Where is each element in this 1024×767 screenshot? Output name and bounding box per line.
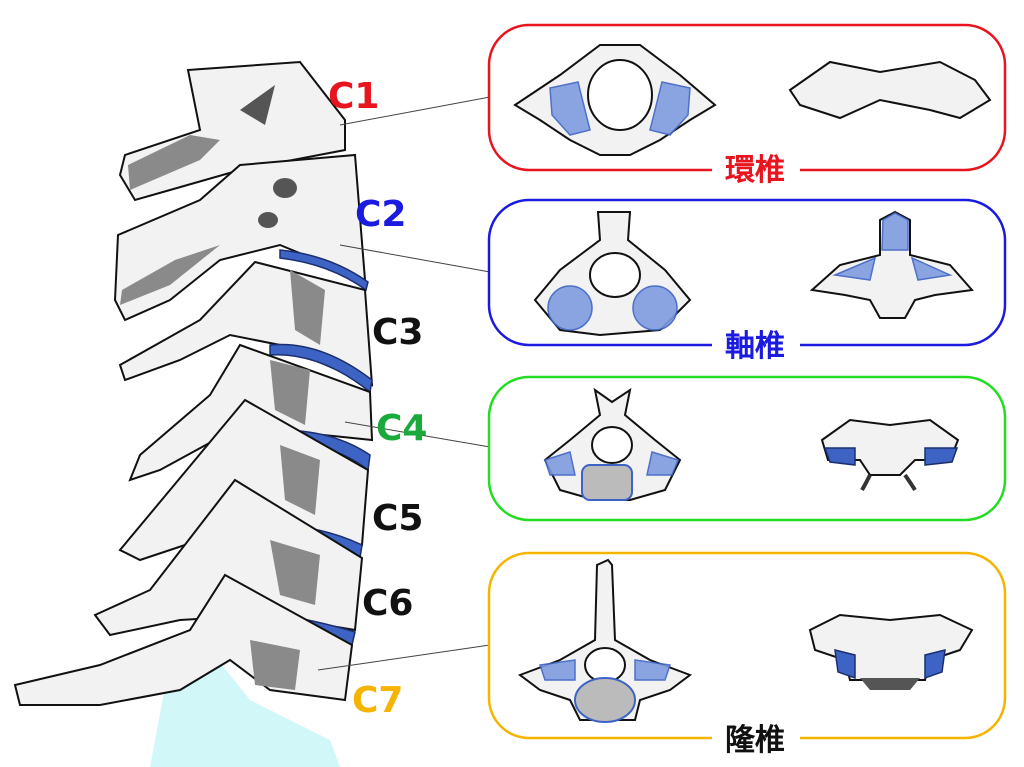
panel-title-atlas: 環椎 — [725, 153, 785, 188]
leader-line-c2 — [339, 244, 491, 273]
label-c5: C5 — [372, 498, 423, 539]
vertebra-c1 — [118, 60, 346, 202]
label-c3: C3 — [372, 312, 423, 353]
panel-atlas: 環椎 — [487, 23, 1007, 188]
vertebra-c3 — [118, 260, 374, 394]
panel-title-c7: 隆椎 — [725, 723, 785, 758]
leader-line-c7 — [317, 644, 491, 671]
cervical-spine-illustration — [13, 60, 374, 706]
label-c6: C6 — [362, 583, 413, 624]
leader-line-c1 — [339, 96, 491, 126]
vertebra-c7 — [13, 573, 354, 706]
panel-c7: 隆椎 — [487, 551, 1007, 758]
label-c4: C4 — [376, 408, 427, 449]
label-c7: C7 — [352, 680, 403, 721]
label-c2: C2 — [355, 194, 406, 235]
panel-c4 — [487, 375, 1007, 522]
label-c1: C1 — [328, 76, 379, 117]
panel-title-axis: 軸椎 — [725, 329, 785, 364]
vertebra-c2 — [113, 153, 369, 322]
leader-line-c4 — [344, 421, 491, 448]
panel-axis: 軸椎 — [487, 198, 1007, 364]
